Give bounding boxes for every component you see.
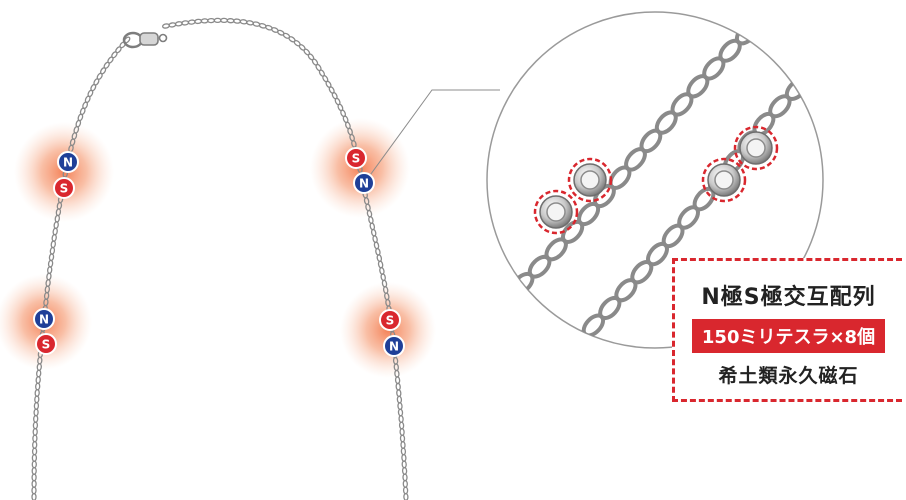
chain-link (32, 474, 36, 481)
chain-link (547, 347, 574, 374)
magnet-material-label: 希土類永久磁石 (675, 361, 902, 388)
south-label: S (386, 314, 395, 328)
chain-link (227, 19, 234, 23)
chain-link (403, 480, 407, 487)
magnet-bead (703, 159, 745, 201)
chain-link (32, 480, 36, 487)
chain-link (403, 474, 407, 481)
north-label: N (39, 313, 49, 327)
chain-link (32, 493, 36, 500)
south-label: S (60, 182, 69, 196)
south-label: S (42, 338, 51, 352)
chain-link (32, 454, 36, 461)
magnet-bead (569, 159, 611, 201)
chain-link (34, 402, 38, 409)
south-label: S (352, 152, 361, 166)
magnet-bead (535, 191, 577, 233)
north-label: N (389, 340, 399, 354)
chain-link (33, 428, 37, 435)
magnet-spec-badge: 150ミリテスラ×8個 (692, 319, 885, 353)
chain-link (115, 46, 122, 54)
chain-link (33, 448, 37, 455)
chain-link (221, 18, 228, 22)
chain-link (399, 422, 404, 429)
chain-link (32, 461, 36, 468)
chain-group (32, 18, 408, 500)
chain-link (35, 383, 39, 390)
north-label: N (63, 156, 73, 170)
chain-link (34, 415, 38, 422)
chain-link (403, 487, 407, 494)
chain-link (402, 461, 406, 468)
chain-link (36, 376, 41, 383)
feature-info-box: N極S極交互配列 150ミリテスラ×8個 希土類永久磁石 (672, 258, 902, 402)
chain-link (402, 467, 406, 474)
chain-link (298, 44, 306, 52)
chain-link (33, 441, 37, 448)
chain-link (208, 18, 215, 22)
chain-link (214, 18, 221, 22)
north-label: N (359, 177, 369, 191)
chain-link (801, 60, 828, 86)
chain-link (34, 409, 38, 416)
clasp-icon (124, 33, 167, 47)
chain-link (32, 487, 36, 494)
chain-link (303, 48, 311, 56)
chain-link (491, 287, 518, 314)
chain-link (32, 467, 36, 474)
chain-link (33, 422, 37, 429)
magnet-bead (735, 127, 777, 169)
magnet-arrangement-title: N極S極交互配列 (675, 279, 902, 311)
chain-link (33, 435, 37, 442)
